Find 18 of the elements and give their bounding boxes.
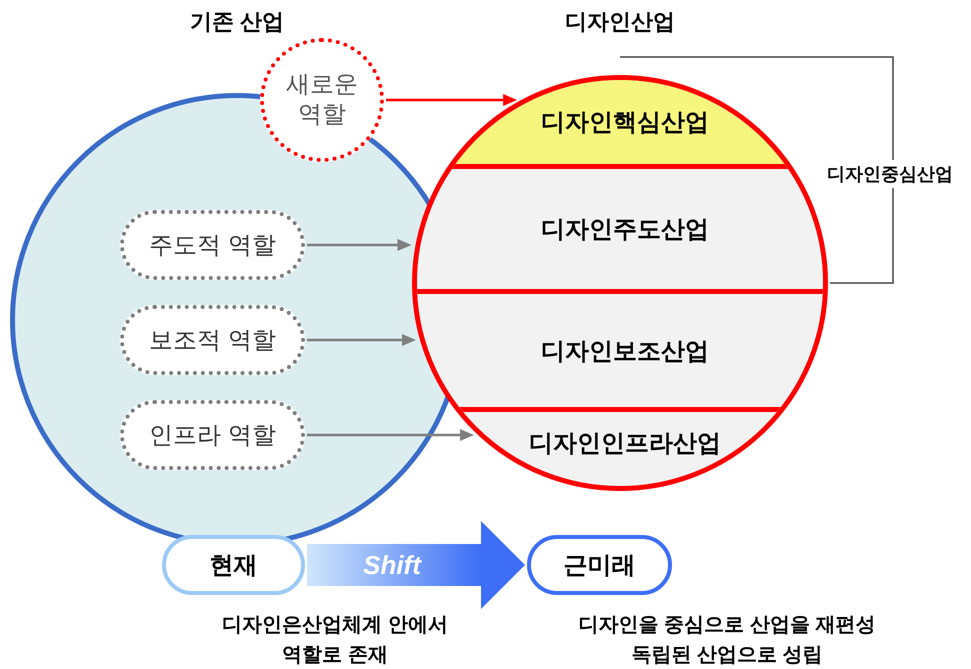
stage-pill: 현재	[162, 535, 305, 595]
edge-label: Shift	[362, 549, 423, 581]
arrow	[307, 334, 416, 346]
circle-heading: 기존 산업	[188, 8, 286, 36]
stage-caption: 디자인을 중심으로 산업을 재편성 독립된 산업으로 성립	[578, 613, 876, 668]
industry-band: 디자인보조산업	[417, 294, 823, 412]
role-circle: 새로운 역할	[260, 38, 384, 162]
industry-band: 디자인주도산업	[417, 169, 823, 294]
arrow	[386, 94, 518, 106]
stage-caption: 디자인은산업체계 안에서 역할로 존재	[221, 613, 449, 668]
arrow	[307, 429, 474, 441]
role-pill: 인프라 역할	[120, 400, 305, 470]
role-pill: 주도적 역할	[120, 210, 305, 280]
role-pill: 보조적 역할	[120, 305, 305, 375]
stage-pill: 근미래	[527, 535, 672, 595]
arrow	[307, 239, 412, 251]
circle-heading: 디자인산업	[564, 8, 676, 36]
block-arrow	[307, 521, 525, 609]
